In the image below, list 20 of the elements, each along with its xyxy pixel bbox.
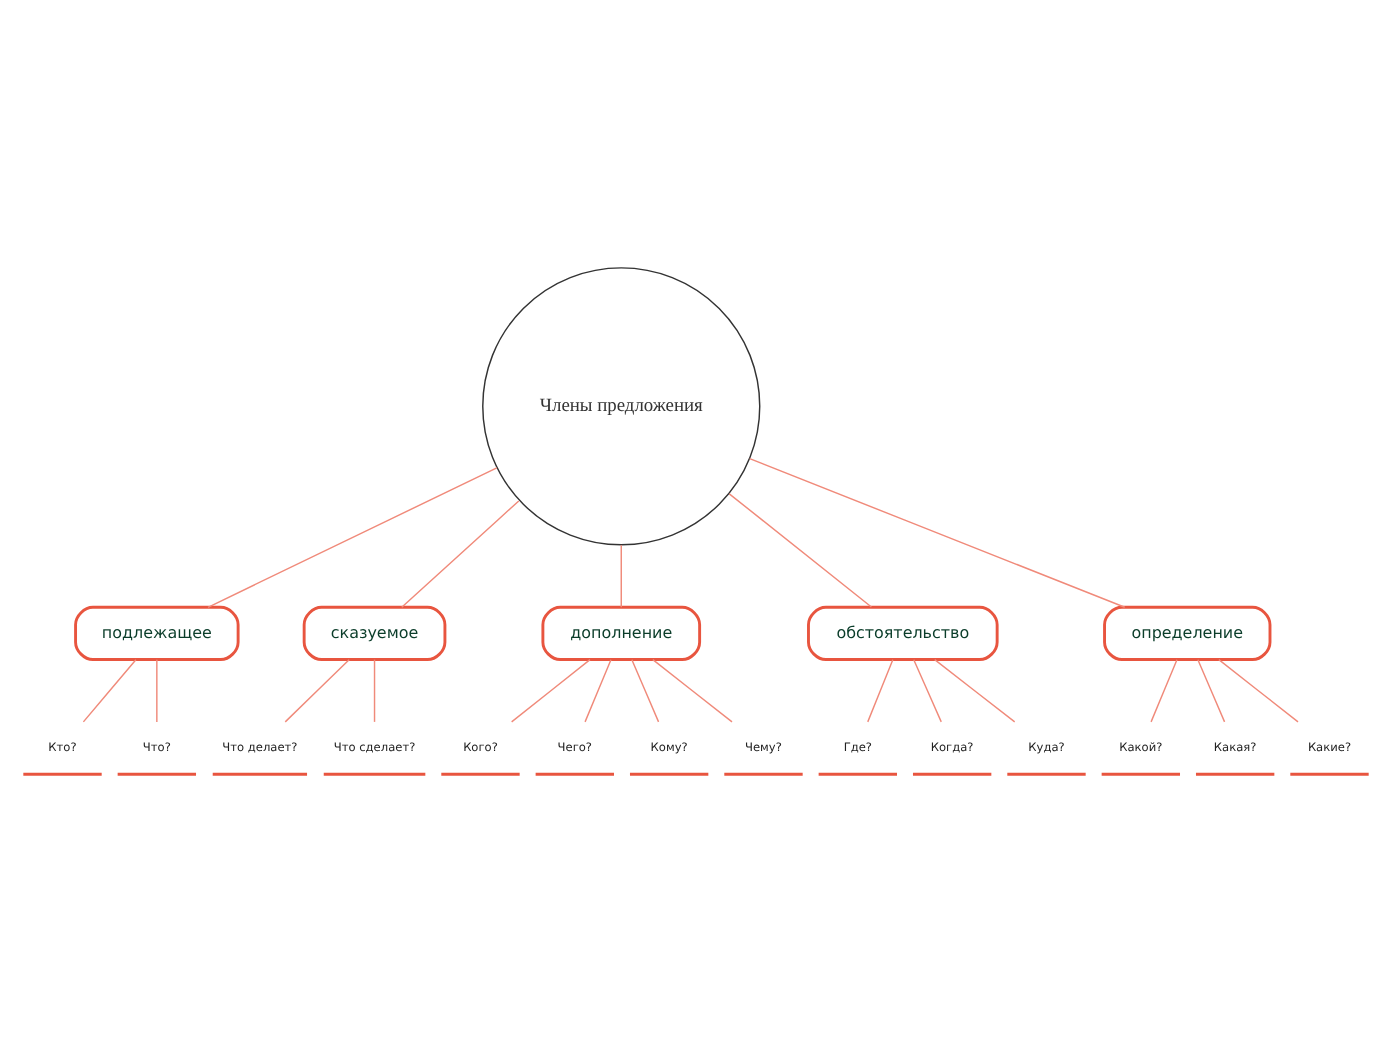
connector [82, 657, 137, 722]
connector [652, 657, 733, 722]
connector [913, 657, 942, 722]
connector [1218, 657, 1299, 722]
connector [284, 657, 350, 722]
connector [510, 657, 591, 722]
connector [620, 543, 622, 607]
connector [933, 657, 1016, 722]
connector [401, 499, 520, 607]
connector [207, 466, 498, 607]
connector [1197, 657, 1226, 722]
connector [373, 657, 376, 722]
connector [631, 657, 660, 722]
node-circle: Члены предложения [482, 266, 761, 545]
connector [728, 492, 873, 607]
connector [156, 657, 158, 722]
connector [1150, 657, 1178, 722]
connector [584, 657, 612, 722]
connector [867, 657, 894, 722]
connector [748, 456, 1126, 607]
